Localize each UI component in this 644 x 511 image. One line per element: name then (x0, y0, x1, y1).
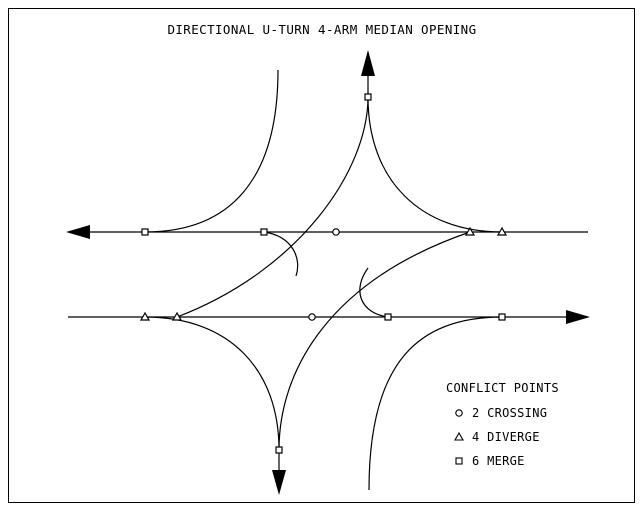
legend-label: DIVERGE (487, 430, 540, 444)
legend-item-diverge: 4 DIVERGE (446, 425, 559, 449)
conflict-points-legend: CONFLICT POINTS 2 CROSSING 4 DIVERGE 6 M… (446, 381, 559, 473)
square-icon (452, 454, 472, 468)
legend-heading: CONFLICT POINTS (446, 381, 559, 395)
legend-count: 4 (472, 430, 480, 444)
merge-points (141, 93, 506, 454)
diverge-point-triangle-icon (496, 226, 508, 236)
diagram-title: DIRECTIONAL U-TURN 4-ARM MEDIAN OPENING (167, 22, 477, 37)
diverge-point-triangle-icon (139, 311, 151, 321)
north-exit-left-curve (176, 96, 369, 318)
crossing-points (308, 228, 340, 321)
north-exit-right-curve (367, 96, 503, 233)
diverge-point-triangle-icon (464, 226, 476, 236)
south-approach-curve (368, 316, 503, 491)
triangle-icon (452, 430, 472, 444)
diagram-frame (8, 8, 635, 503)
south-exit-left-curve (144, 316, 280, 451)
legend-label: MERGE (487, 454, 525, 468)
merge-point-square-icon (498, 313, 506, 321)
u-turn-loop-west (263, 231, 299, 277)
diverge-point-triangle-icon (171, 311, 183, 321)
arrow-down-icon (272, 470, 286, 495)
circle-icon (452, 406, 472, 420)
legend-count: 2 (472, 406, 480, 420)
crossing-point-circle-icon (308, 313, 316, 321)
merge-point-square-icon (141, 228, 149, 236)
south-exit-right-curve (278, 231, 471, 451)
merge-point-square-icon (275, 446, 283, 454)
arrow-up-icon (361, 50, 375, 76)
u-turn-loop-east (359, 267, 389, 318)
merge-point-square-icon (364, 93, 372, 101)
merge-point-square-icon (384, 313, 392, 321)
legend-item-crossing: 2 CROSSING (446, 401, 559, 425)
legend-count: 6 (472, 454, 480, 468)
arrow-right-icon (566, 310, 590, 324)
diverge-points (139, 226, 508, 321)
legend-label: CROSSING (487, 406, 548, 420)
crossing-point-circle-icon (332, 228, 340, 236)
legend-item-merge: 6 MERGE (446, 449, 559, 473)
north-approach-curve (144, 69, 279, 233)
merge-point-square-icon (260, 228, 268, 236)
arrow-left-icon (66, 225, 90, 239)
